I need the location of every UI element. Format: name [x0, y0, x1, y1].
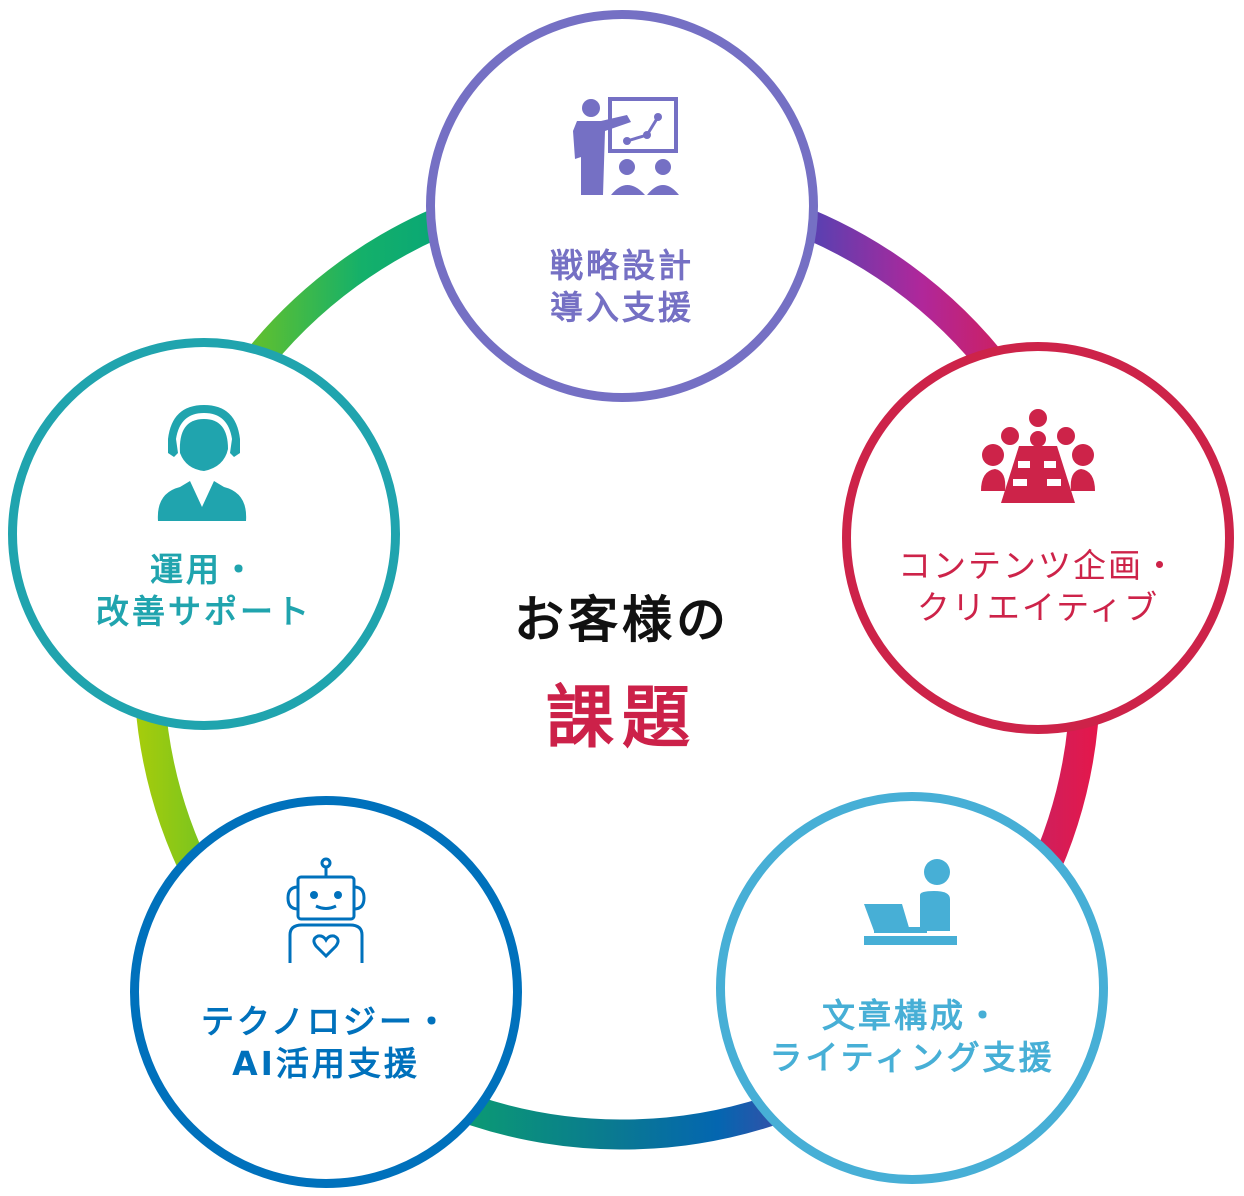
- node-label-line1: 文章構成・: [822, 996, 1002, 1035]
- node-writing-support: 文章構成・ ライティング支援: [716, 792, 1108, 1184]
- center-title-line1: お客様の: [514, 591, 730, 649]
- center-title-line2: 課題: [545, 679, 698, 758]
- node-technology-ai: テクノロジー・ AI活用支援: [130, 796, 522, 1188]
- node-label-line2: 導入支援: [550, 288, 694, 327]
- node-label-line1: テクノロジー・: [200, 1002, 452, 1041]
- robot-icon: [286, 857, 366, 963]
- node-label-line2: ライティング支援: [769, 1038, 1055, 1077]
- node-label-line1: 運用・: [150, 550, 258, 589]
- meeting-table-icon: [981, 409, 1095, 503]
- node-operation-support: 運用・ 改善サポート: [8, 338, 400, 730]
- node-label-line2: クリエイティブ: [916, 588, 1160, 627]
- laptop-worker-icon: [864, 859, 957, 945]
- node-label-line1: コンテンツ企画・: [898, 546, 1178, 585]
- node-strategy-design: 戦略設計 導入支援: [426, 10, 818, 402]
- node-label-line1: 戦略設計: [550, 246, 694, 285]
- node-label-line2: AI活用支援: [232, 1044, 420, 1083]
- node-content-planning: コンテンツ企画・ クリエイティブ: [842, 342, 1234, 734]
- ring-segment-bottom: [434, 1084, 806, 1150]
- presentation-icon: [573, 97, 679, 195]
- node-label-line2: 改善サポート: [96, 592, 312, 631]
- headset-operator-icon: [157, 405, 247, 521]
